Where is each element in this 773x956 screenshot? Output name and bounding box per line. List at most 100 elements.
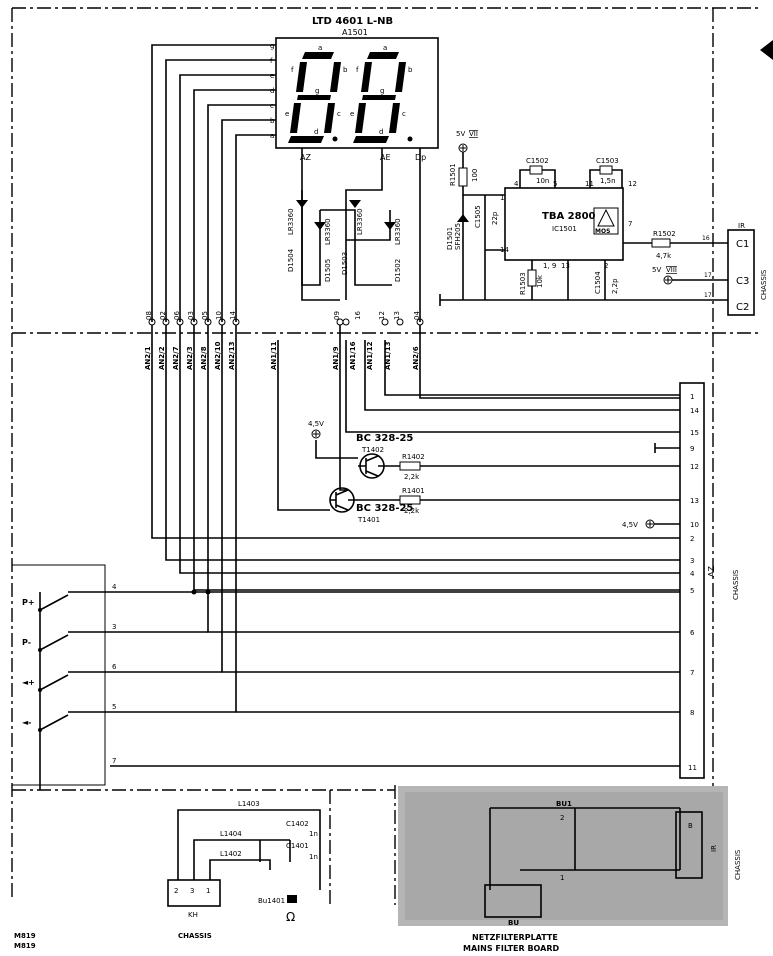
svg-text:AN1/12: AN1/12 (366, 341, 374, 370)
svg-text:C1402: C1402 (286, 820, 309, 828)
svg-text:4,5V: 4,5V (308, 420, 324, 428)
svg-text:C2: C2 (736, 302, 749, 313)
svg-text:7: 7 (628, 220, 632, 228)
svg-text:7: 7 (690, 669, 694, 677)
supply-45v: 4,5V (622, 519, 680, 529)
svg-text:C1505: C1505 (474, 205, 482, 228)
led-d1504-icon (296, 200, 308, 208)
svg-text:4,5V: 4,5V (622, 521, 638, 529)
svg-text:13: 13 (690, 497, 699, 505)
svg-text:6: 6 (690, 629, 695, 637)
svg-text:a: a (383, 44, 387, 52)
svg-text:100: 100 (471, 169, 479, 182)
svg-text:f: f (291, 66, 294, 74)
svg-text:e: e (270, 72, 274, 80)
svg-text:CHASSIS: CHASSIS (732, 569, 740, 600)
svg-text:a: a (318, 44, 322, 52)
svg-text:15: 15 (690, 429, 699, 437)
svg-text:D1503: D1503 (341, 252, 349, 275)
arrow-marker (760, 40, 773, 60)
led-d1502-icon (384, 222, 396, 230)
svg-text:03: 03 (187, 311, 195, 320)
svg-text:5: 5 (112, 703, 116, 711)
svg-text:4,7k: 4,7k (656, 252, 672, 260)
svg-text:g: g (315, 87, 319, 95)
segment-letters: a b c d e f g a b c d e f g (285, 44, 413, 136)
ic-logo: MOS (595, 228, 610, 235)
an-labels: AN2/1 AN2/2 AN2/7 AN2/3 AN2/8 AN2/10 AN2… (144, 341, 420, 370)
svg-text:d: d (379, 128, 383, 136)
svg-text:5V: 5V (456, 130, 465, 138)
svg-text:R1501: R1501 (449, 163, 457, 186)
svg-text:AN2/6: AN2/6 (412, 346, 420, 370)
svg-text:AZ: AZ (707, 566, 716, 577)
svg-text:02: 02 (159, 311, 167, 320)
svg-text:3: 3 (190, 887, 194, 895)
svg-text:1: 1 (690, 393, 694, 401)
svg-text:7: 7 (112, 757, 116, 765)
svg-text:B: B (688, 822, 693, 830)
svg-text:L1403: L1403 (238, 800, 260, 808)
svg-text:17: 17 (704, 272, 712, 279)
ic-ref: IC1501 (552, 225, 577, 233)
svg-text:LR3360: LR3360 (287, 208, 295, 235)
svg-text:CHASSIS: CHASSIS (760, 269, 768, 300)
svg-text:2,2k: 2,2k (404, 507, 420, 515)
svg-text:13: 13 (393, 311, 401, 320)
separator-pins: 08 02 06 03 05 10 14 09 16 12 13 04 (145, 311, 424, 326)
svg-text:12: 12 (378, 311, 386, 320)
svg-text:04: 04 (413, 311, 421, 320)
svg-text:2: 2 (174, 887, 178, 895)
svg-text:◄+: ◄+ (22, 678, 35, 687)
mains-filter-board: BU1 2 1 BU B IR CHASSIS (398, 786, 742, 927)
svg-text:C1502: C1502 (526, 157, 549, 165)
svg-text:2: 2 (690, 535, 694, 543)
svg-text:10k: 10k (536, 274, 544, 288)
svg-text:5: 5 (690, 587, 694, 595)
svg-text:1: 1 (206, 887, 210, 895)
svg-text:12: 12 (628, 180, 637, 188)
svg-text:SFH205: SFH205 (454, 223, 462, 250)
svg-text:b: b (408, 66, 413, 74)
lower-wiring (151, 325, 680, 713)
svg-text:BC 328-25: BC 328-25 (356, 503, 413, 514)
svg-text:VII: VII (469, 130, 478, 138)
svg-text:c: c (337, 110, 341, 118)
svg-text:10: 10 (690, 521, 699, 529)
svg-text:IR: IR (710, 845, 718, 852)
svg-text:2,2k: 2,2k (404, 473, 420, 481)
svg-text:AN1/13: AN1/13 (384, 341, 392, 370)
svg-text:1,5n: 1,5n (600, 177, 616, 185)
svg-text:16: 16 (702, 235, 710, 242)
svg-text:D1504: D1504 (287, 248, 295, 272)
svg-text:L1404: L1404 (220, 830, 242, 838)
svg-text:AN2/2: AN2/2 (158, 346, 166, 370)
svg-text:12: 12 (690, 463, 699, 471)
transistor-t1401: BC 328-25 T1401 R1401 2,2k (329, 460, 680, 524)
svg-text:KH: KH (188, 911, 198, 919)
svg-text:c: c (270, 102, 274, 110)
svg-text:1n: 1n (309, 830, 318, 838)
svg-text:16: 16 (354, 311, 362, 320)
svg-text:09: 09 (333, 311, 341, 320)
display-ref: A1501 (342, 28, 368, 37)
svg-text:17: 17 (704, 292, 712, 299)
svg-text:BU1: BU1 (556, 800, 572, 808)
connector-az: AZ CHASSIS 1 14 15 9 12 13 10 2 3 4 5 6 … (110, 382, 740, 779)
photodiode-icon (457, 214, 469, 222)
svg-text:1: 1 (560, 874, 564, 882)
ic-name: TBA 2800 (542, 211, 596, 222)
svg-text:14: 14 (229, 311, 237, 320)
svg-text:f: f (270, 57, 273, 65)
display-title: LTD 4601 L-NB (312, 16, 393, 27)
svg-text:D1505: D1505 (324, 259, 332, 282)
svg-text:IR: IR (738, 222, 745, 230)
svg-text:L1402: L1402 (220, 850, 242, 858)
svg-text:2: 2 (560, 814, 564, 822)
svg-text:D1502: D1502 (394, 259, 402, 282)
svg-text:e: e (285, 110, 289, 118)
svg-text:C1401: C1401 (286, 842, 309, 850)
svg-text:1, 9: 1, 9 (543, 262, 556, 270)
svg-text:C1504: C1504 (594, 271, 602, 294)
